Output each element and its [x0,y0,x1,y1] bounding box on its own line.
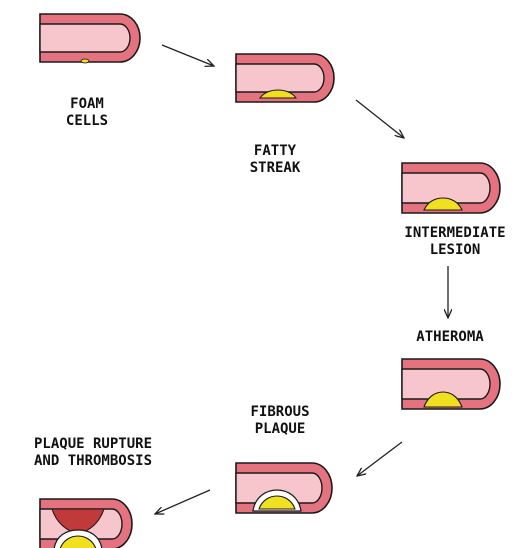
label-line: AND THROMBOSIS [34,453,152,470]
label-line: PLAQUE [250,421,309,438]
label-line: FATTY [250,143,301,160]
label-atheroma: ATHEROMA [416,329,483,346]
label-line: INTERMEDIATE [404,225,505,242]
arrow-icon [162,45,214,66]
arrow-icon [357,442,402,476]
label-line: ATHEROMA [416,329,483,346]
vessel-atheroma [402,359,500,409]
vessel-intermediate-lesion [402,163,500,213]
vessel-lumen [40,24,130,52]
label-fatty-streak: FATTY STREAK [250,143,301,177]
label-line: STREAK [250,160,301,177]
arrow-icon [155,490,210,514]
vessel-lumen [236,64,324,92]
label-line: FOAM [66,96,108,113]
label-line: FIBROUS [250,404,309,421]
label-foam-cells: FOAM CELLS [66,96,108,130]
label-line: LESION [404,242,505,259]
arrow-icon [356,100,404,138]
vessel-plaque-rupture [40,499,132,548]
foam-cell-deposit [81,59,89,63]
label-intermediate-lesion: INTERMEDIATE LESION [404,225,505,259]
vessel-fibrous-plaque [236,463,332,513]
label-line: CELLS [66,113,108,130]
label-plaque-rupture: PLAQUE RUPTURE AND THROMBOSIS [34,436,152,470]
vessel-fatty-streak [236,54,334,102]
label-line: PLAQUE RUPTURE [34,436,152,453]
label-fibrous-plaque: FIBROUS PLAQUE [250,404,309,438]
vessel-foam-cells [40,14,140,63]
